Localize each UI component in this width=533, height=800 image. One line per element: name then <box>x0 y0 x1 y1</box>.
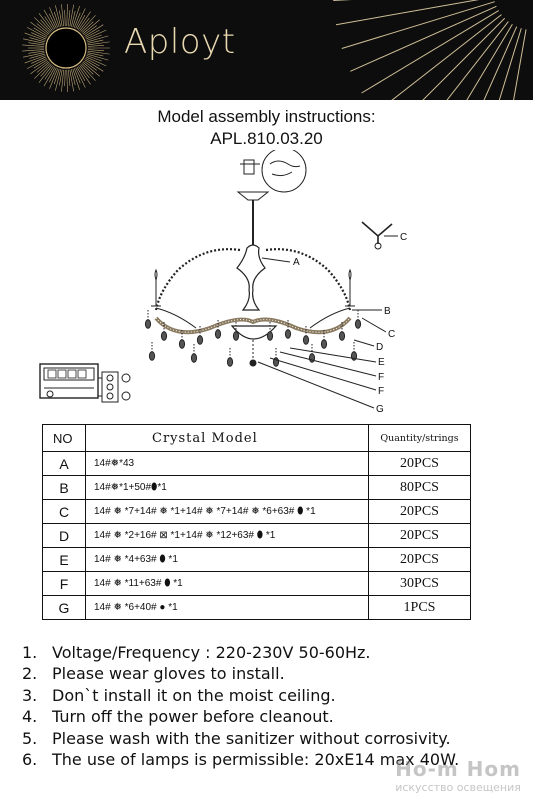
label-g: G <box>376 404 384 415</box>
list-item-number: 3. <box>22 685 38 705</box>
label-d: D <box>376 342 383 353</box>
list-item: 1. Voltage/Frequency : 220-230V 50-60Hz. <box>22 642 459 663</box>
label-b: B <box>384 306 391 317</box>
list-item-text: Please wash with the sanitizer without c… <box>52 728 451 748</box>
list-item: 3. Don`t install it on the moist ceiling. <box>22 685 459 706</box>
row-key: A <box>42 451 86 476</box>
row-key: E <box>42 547 86 572</box>
col-header-crystal-model: Crystal Model <box>85 424 369 452</box>
list-item-text: Please wear gloves to install. <box>52 664 285 684</box>
watermark: Ho-m Hom искусство освещения <box>395 757 521 794</box>
row-quantity: 20PCS <box>368 523 471 548</box>
col-header-quantity: Quantity/strings <box>368 424 471 452</box>
model-number: APL.810.03.20 <box>210 129 323 148</box>
list-item-text: Turn off the power before cleanout. <box>52 707 334 727</box>
row-quantity: 80PCS <box>368 475 471 500</box>
row-quantity: 20PCS <box>368 451 471 476</box>
watermark-subtitle: искусство освещения <box>395 781 521 794</box>
watermark-title: Ho-m Hom <box>395 757 521 781</box>
instructions-list: 1.Voltage/Frequency : 220-230V 50-60Hz.2… <box>22 642 459 770</box>
installation-detail-icon <box>240 150 307 193</box>
col-header-no: NO <box>42 424 86 452</box>
list-item-number: 1. <box>22 643 38 662</box>
wiring-block-icon <box>39 363 131 403</box>
list-item: 4. Turn off the power before cleanout. <box>22 706 459 727</box>
list-item-text: Don`t install it on the moist ceiling. <box>52 685 336 705</box>
row-crystal-spec: 14# ❅ *2+16# ⊠ *1+14# ❅ *12+63# ⬮ *1 <box>85 523 369 548</box>
list-item-number: 4. <box>22 707 38 727</box>
row-key: D <box>42 523 86 548</box>
row-crystal-spec: 14#❅*1+50#⬮*1 <box>85 475 369 500</box>
label-f-1: F <box>378 372 384 383</box>
label-e: E <box>378 357 385 368</box>
row-crystal-spec: 14# ❅ *6+40# ● *1 <box>85 595 369 620</box>
label-a: A <box>293 257 300 268</box>
row-crystal-spec: 14# ❅ *11+63# ⬮ *1 <box>85 571 369 596</box>
list-item-number: 6. <box>22 749 38 769</box>
list-item: 6. The use of lamps is permissible: 20xE1… <box>22 749 459 770</box>
list-item-number: 5. <box>22 728 38 748</box>
list-item: 5. Please wash with the sanitizer without… <box>22 728 459 749</box>
list-item-number: 2. <box>22 664 38 684</box>
row-quantity: 20PCS <box>368 547 471 572</box>
row-key: G <box>42 595 86 620</box>
list-item-text: The use of lamps is permissible: 20xE14 … <box>52 749 460 769</box>
list-item: 2. Please wear gloves to install. <box>22 663 459 684</box>
row-key: F <box>42 571 86 596</box>
brand-name: Aployt <box>124 22 236 62</box>
row-crystal-spec: 14# ❅ *4+63# ⬮ *1 <box>85 547 369 572</box>
row-quantity: 20PCS <box>368 499 471 524</box>
row-quantity: 1PCS <box>368 595 471 620</box>
label-c-top: C <box>400 232 407 243</box>
chandelier-diagram: A B C C D E F F G <box>39 150 407 415</box>
label-c: C <box>388 329 395 340</box>
row-key: C <box>42 499 86 524</box>
row-crystal-spec: 14# ❅ *7+14# ❅ *1+14# ❅ *7+14# ❅ *6+63# … <box>85 499 369 524</box>
label-f-2: F <box>378 386 384 397</box>
list-item-text: Voltage/Frequency : 220-230V 50-60Hz. <box>52 643 371 662</box>
row-quantity: 30PCS <box>368 571 471 596</box>
page-title: Model assembly instructions: <box>157 107 376 126</box>
row-crystal-spec: 14#❅*43 <box>85 451 369 476</box>
sunburst-logo-icon <box>22 0 527 100</box>
brand-header: Aployt <box>0 0 533 100</box>
row-key: B <box>42 475 86 500</box>
